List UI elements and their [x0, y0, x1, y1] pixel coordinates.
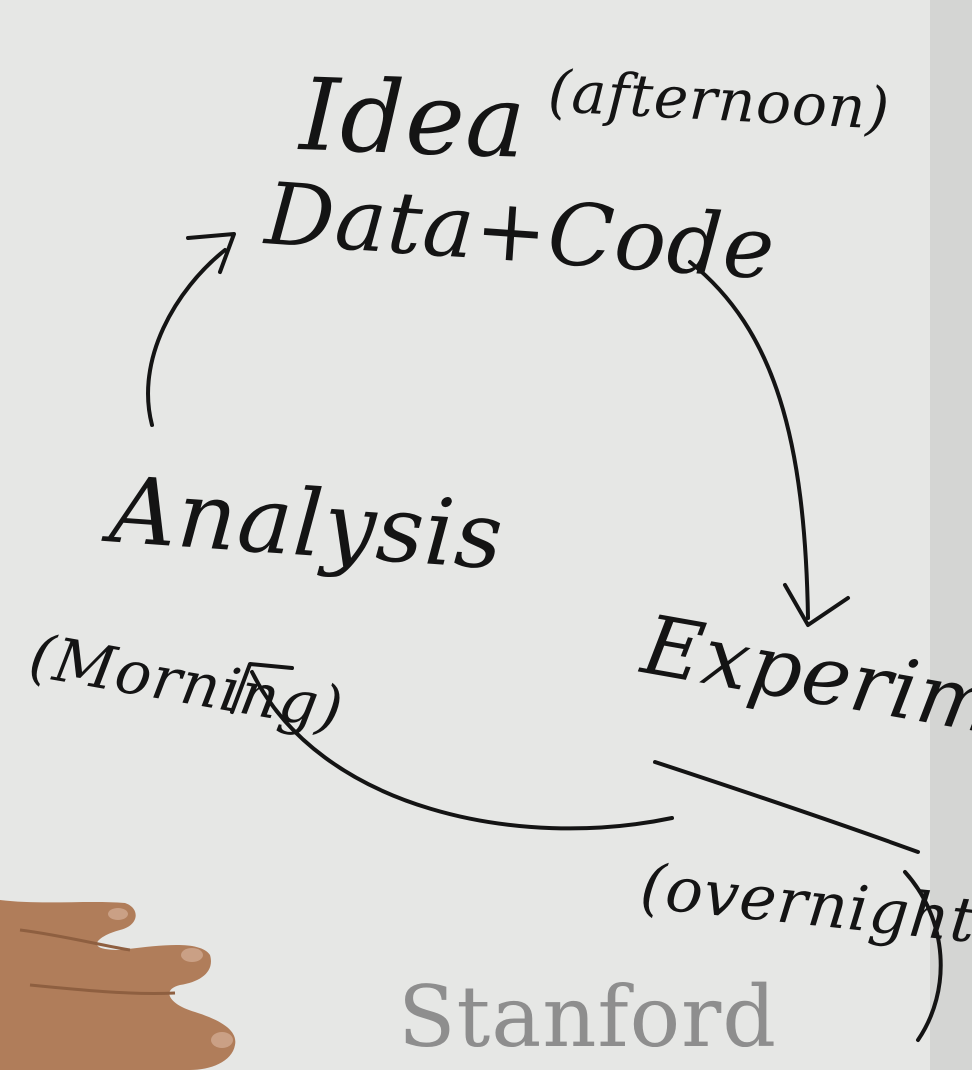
idea-label: Idea: [298, 56, 529, 181]
stanford-watermark: Stanford: [398, 968, 778, 1066]
arrow-datacode-to-experiment: [688, 260, 810, 620]
hand-image: [0, 900, 236, 1070]
arrow-head-datacode: [186, 232, 236, 274]
arrow-experiment-to-analysis: [250, 670, 674, 831]
arrow-head-experiment: [783, 583, 850, 627]
board-edge-shadow: [930, 0, 972, 1070]
arrow-analysis-to-datacode: [146, 248, 227, 427]
experiment-underline: [653, 760, 920, 854]
overnight-paren: [903, 870, 943, 1042]
arrow-head-analysis: [230, 662, 294, 714]
